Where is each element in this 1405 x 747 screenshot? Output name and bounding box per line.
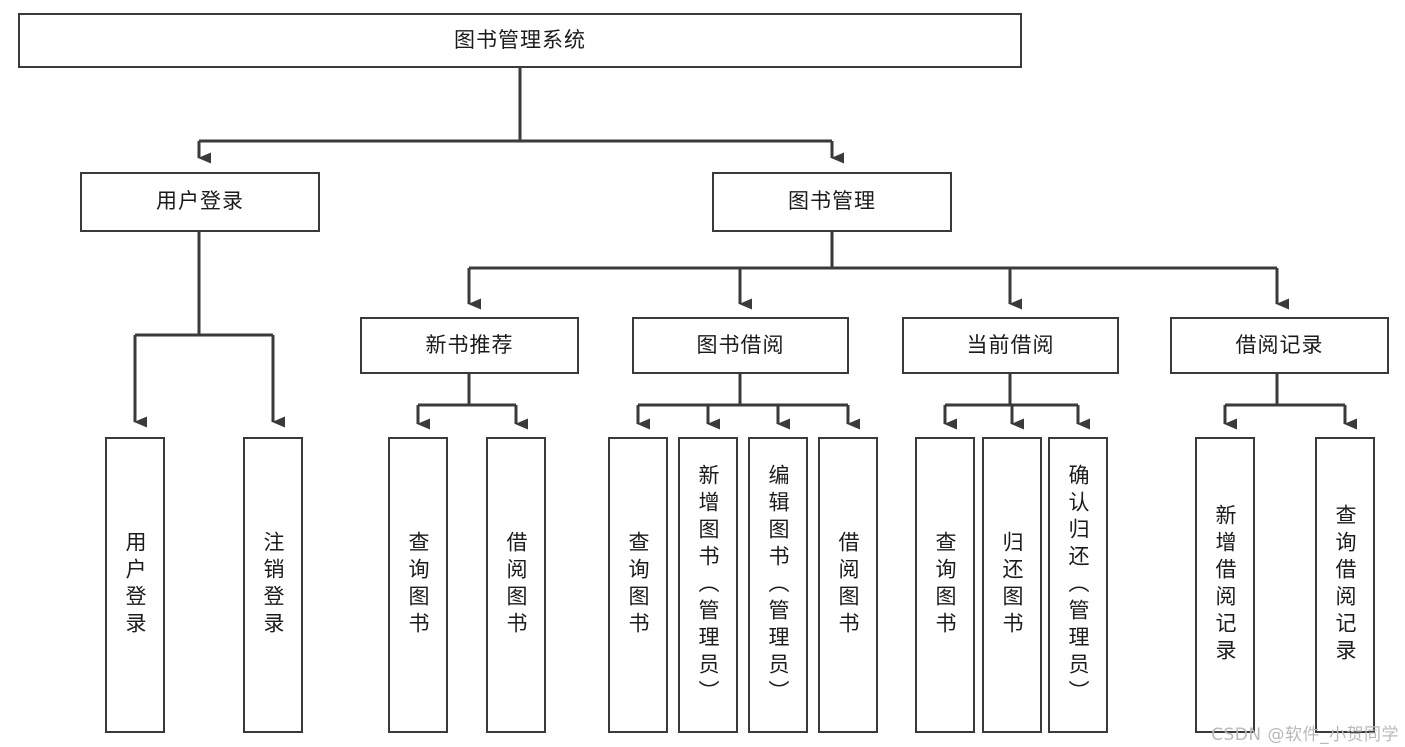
node-new-book-recommend[interactable]: 新书推荐 [360, 317, 579, 374]
node-label: 新增图书（管理员） [696, 463, 721, 707]
node-borrow-record[interactable]: 借阅记录 [1170, 317, 1389, 374]
leaf-edit-book-admin[interactable]: 编辑图书（管理员） [748, 437, 808, 733]
node-label: 图书借阅 [696, 332, 785, 357]
node-label: 查询图书 [626, 531, 651, 639]
leaf-query-book-recommend[interactable]: 查询图书 [388, 437, 448, 733]
leaf-user-login[interactable]: 用户登录 [105, 437, 165, 733]
node-label: 注销登录 [261, 531, 286, 639]
node-label: 归还图书 [1000, 531, 1025, 639]
node-label: 查询图书 [933, 531, 958, 639]
leaf-borrow-book[interactable]: 借阅图书 [818, 437, 878, 733]
leaf-confirm-return-admin[interactable]: 确认归还（管理员） [1048, 437, 1108, 733]
node-label: 编辑图书（管理员） [766, 463, 791, 707]
node-label: 查询借阅记录 [1333, 504, 1358, 666]
leaf-add-book-admin[interactable]: 新增图书（管理员） [678, 437, 738, 733]
node-label: 用户登录 [156, 189, 244, 214]
node-label: 借阅图书 [836, 531, 861, 639]
node-label: 确认归还（管理员） [1066, 463, 1091, 707]
leaf-add-borrow-record[interactable]: 新增借阅记录 [1195, 437, 1255, 733]
node-label: 图书管理 [788, 189, 876, 214]
leaf-return-book[interactable]: 归还图书 [982, 437, 1042, 733]
node-label: 新书推荐 [425, 332, 514, 357]
node-label: 借阅记录 [1235, 332, 1324, 357]
leaf-query-borrow-record[interactable]: 查询借阅记录 [1315, 437, 1375, 733]
node-label: 用户登录 [123, 531, 148, 639]
node-label: 图书管理系统 [454, 27, 586, 52]
node-label: 当前借阅 [966, 332, 1055, 357]
leaf-query-book-current[interactable]: 查询图书 [915, 437, 975, 733]
leaf-logout[interactable]: 注销登录 [243, 437, 303, 733]
node-user-login[interactable]: 用户登录 [80, 172, 320, 232]
node-label: 新增借阅记录 [1213, 504, 1238, 666]
node-label: 借阅图书 [504, 531, 529, 639]
leaf-query-book-borrow[interactable]: 查询图书 [608, 437, 668, 733]
node-label: 查询图书 [406, 531, 431, 639]
leaf-borrow-book-recommend[interactable]: 借阅图书 [486, 437, 546, 733]
node-book-management[interactable]: 图书管理 [712, 172, 952, 232]
node-current-borrow[interactable]: 当前借阅 [902, 317, 1119, 374]
node-root-book-management-system[interactable]: 图书管理系统 [18, 13, 1022, 68]
watermark-text: CSDN @软件_小贺同学 [1211, 725, 1399, 745]
node-book-borrow[interactable]: 图书借阅 [632, 317, 849, 374]
